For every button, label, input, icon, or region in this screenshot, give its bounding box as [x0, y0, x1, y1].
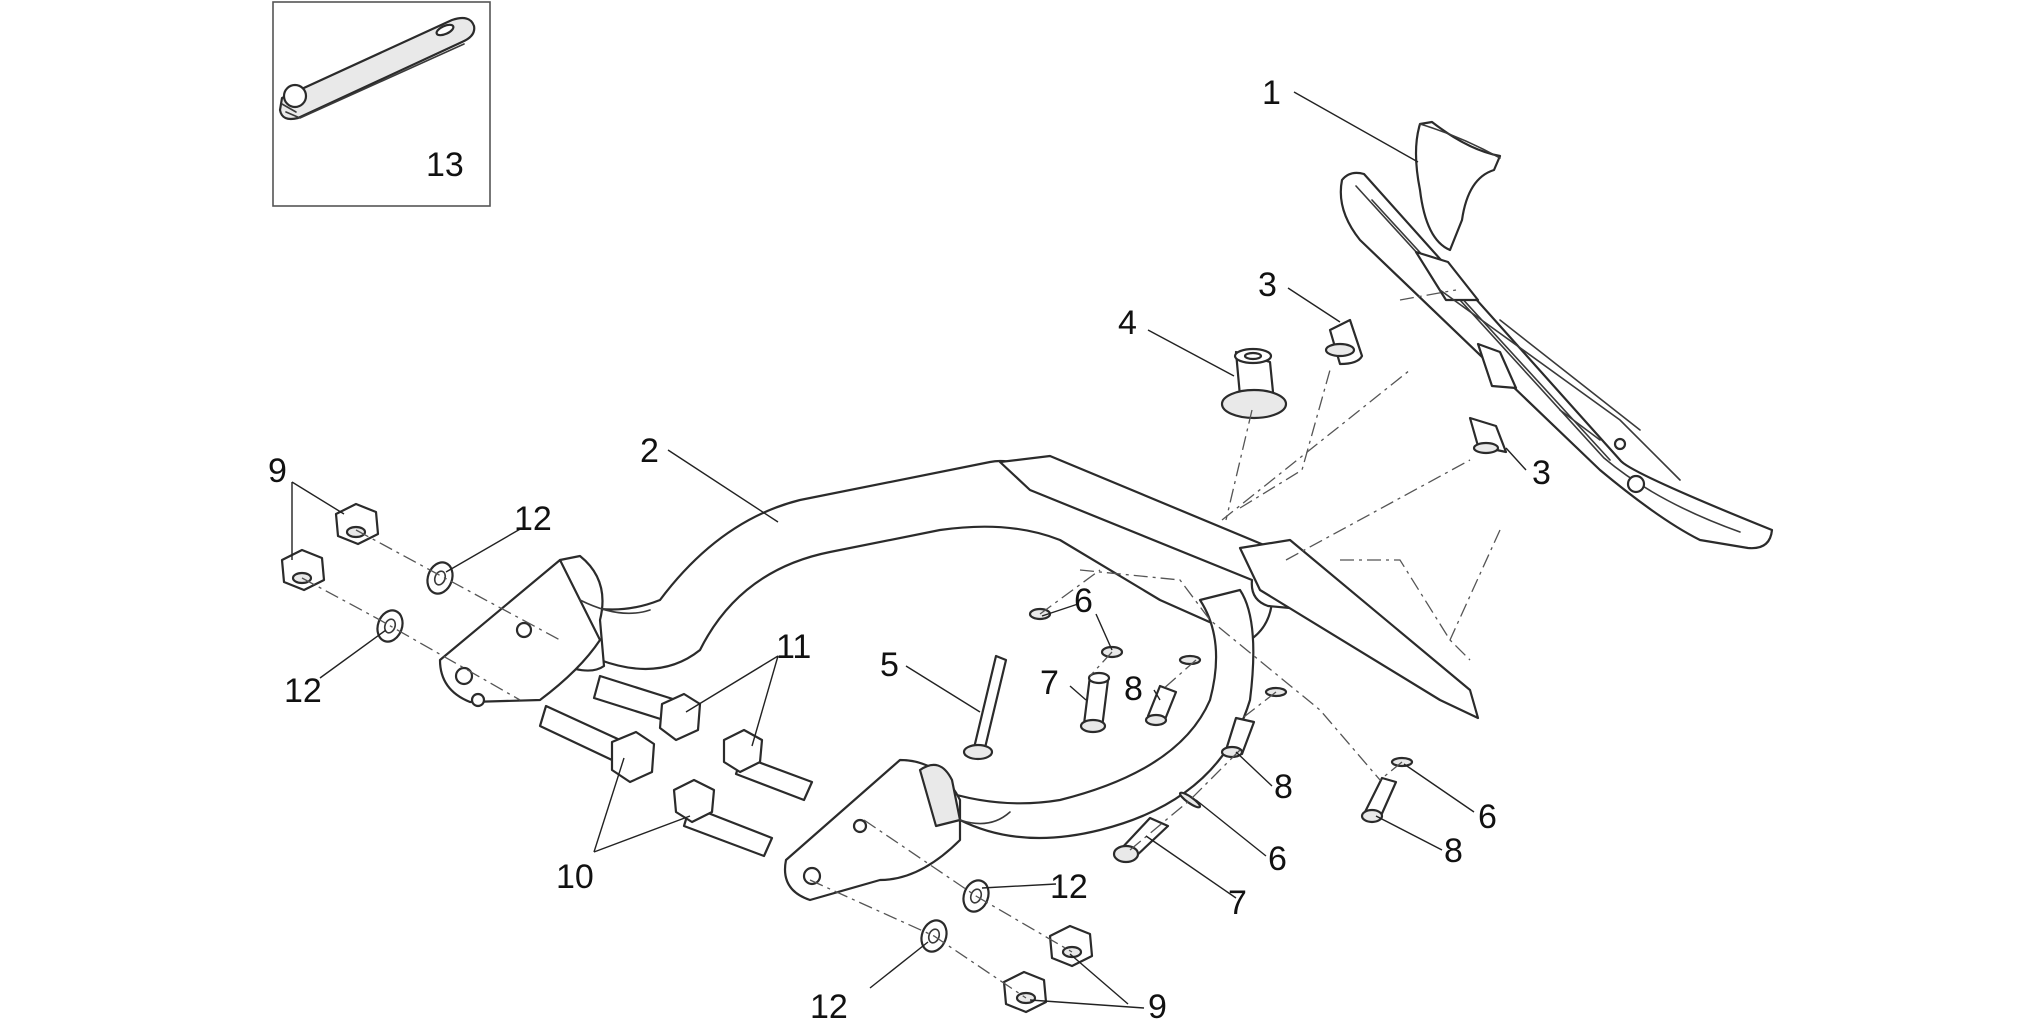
callout-12-right: 12 [1050, 868, 1088, 906]
washers-6 [1028, 607, 1414, 809]
callout-9-bottom: 9 [1148, 988, 1167, 1020]
callout-labels: 1 2 3 3 4 5 6 6 6 7 7 8 8 8 9 9 10 11 12… [268, 74, 1551, 1020]
callout-6-upper: 6 [1074, 582, 1093, 620]
sleeve-8-upper [1144, 684, 1178, 727]
callout-6-lower: 6 [1268, 840, 1287, 878]
spacer-3-upper [1324, 318, 1364, 366]
license-plate-holder [1339, 120, 1774, 550]
callout-6-right: 6 [1478, 798, 1497, 836]
inset-part-13 [272, 1, 491, 207]
bolt-10-a [538, 704, 656, 784]
bolt-11-a [592, 674, 702, 742]
callout-8-lower: 8 [1444, 832, 1463, 870]
bolt-10-b [672, 778, 774, 858]
leader-lines [291, 91, 1527, 1009]
bushing-4 [1220, 347, 1288, 420]
callout-5: 5 [880, 646, 899, 684]
callout-1: 1 [1262, 74, 1281, 112]
callout-12-upper-left: 12 [514, 500, 552, 538]
nut-9-a [334, 502, 380, 546]
sleeve-8-lower [1360, 776, 1398, 824]
pin-7-upper [1079, 671, 1111, 734]
pin-5 [962, 654, 1008, 761]
callout-11: 11 [776, 628, 811, 666]
callout-9-left: 9 [268, 452, 287, 490]
callout-12-lower-left: 12 [284, 672, 322, 710]
sleeve-8-middle [1220, 716, 1256, 759]
nut-9-c [1048, 924, 1094, 968]
callout-7-lower: 7 [1228, 884, 1247, 922]
assembly-axes [301, 289, 1501, 999]
callout-7-upper: 7 [1040, 664, 1059, 702]
callout-8-middle: 8 [1274, 768, 1293, 806]
nut-9-b [280, 548, 326, 592]
rear-frame [438, 454, 1480, 902]
callout-3-upper: 3 [1258, 266, 1277, 304]
bolt-11-b [722, 728, 814, 802]
callout-12-bottom: 12 [810, 988, 848, 1020]
callout-10: 10 [556, 858, 594, 896]
callout-2: 2 [640, 432, 659, 470]
callout-4: 4 [1118, 304, 1137, 342]
nut-9-d [1002, 970, 1048, 1014]
callout-8-upper: 8 [1124, 670, 1143, 708]
callout-3-lower: 3 [1532, 454, 1551, 492]
washers-12 [376, 561, 990, 953]
callout-13: 13 [426, 146, 464, 184]
spacer-3-lower [1468, 416, 1508, 455]
